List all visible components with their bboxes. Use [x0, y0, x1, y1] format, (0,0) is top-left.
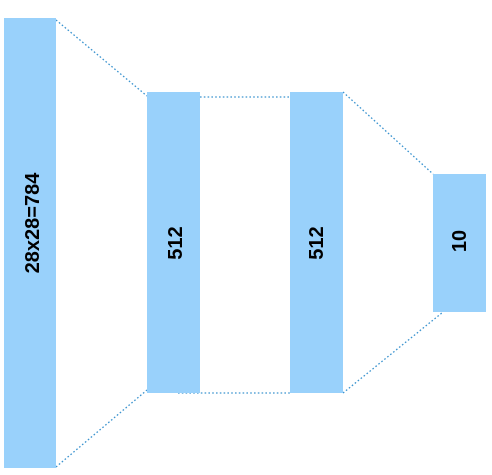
connector-hidden2-output-top: [342, 91, 434, 175]
connector-hidden2-output-bottom: [342, 311, 444, 394]
layer-hidden-1-label: 512: [165, 226, 187, 259]
layer-hidden-2-box: [290, 92, 343, 393]
layer-hidden-1: 512: [147, 92, 200, 393]
connector-input-hidden1-bottom: [55, 389, 148, 468]
layer-output-label: 10: [449, 230, 471, 252]
layer-input-box: [4, 18, 56, 468]
layer-output: 10: [433, 174, 486, 312]
layer-hidden-1-box: [147, 92, 200, 393]
layer-input: 28x28=784: [4, 18, 56, 468]
layer-hidden-2: 512: [290, 92, 343, 393]
layer-output-box: [433, 174, 486, 312]
connector-input-hidden1-top: [55, 19, 148, 97]
layer-hidden-2-label: 512: [306, 226, 328, 259]
layer-input-label: 28x28=784: [22, 172, 44, 274]
